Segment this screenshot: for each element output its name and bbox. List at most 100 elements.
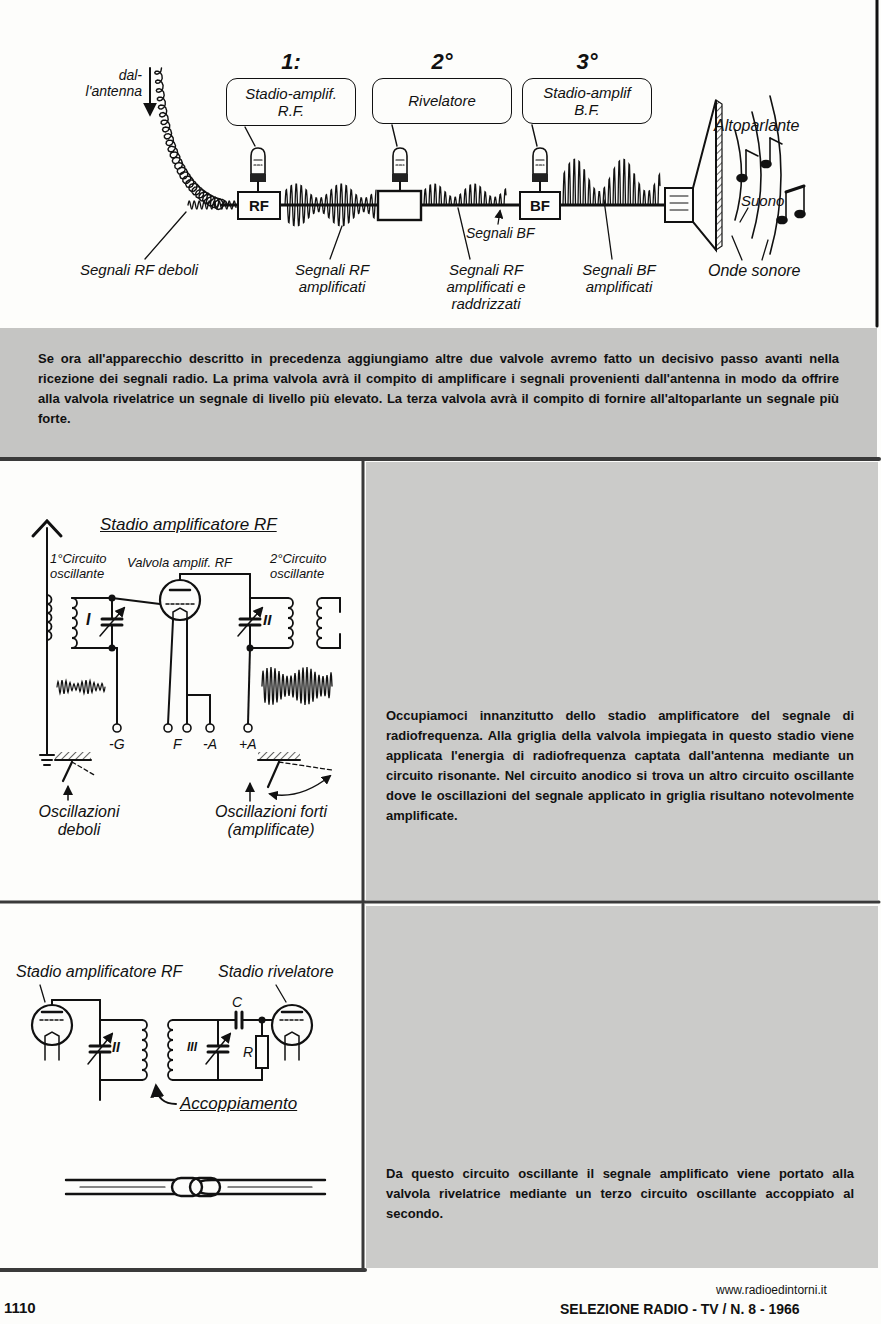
- rf-stage-schematic: [72, 598, 77, 648]
- rf-stage-schematic: [322, 597, 340, 599]
- signal-chain: [150, 68, 665, 226]
- annotation: 1°Circuito oscillante: [50, 552, 122, 581]
- page-frame: [0, 1268, 365, 1272]
- rf-stage-schematic: [322, 647, 340, 649]
- coupling-schematic: [260, 1018, 265, 1023]
- rf-stage-schematic: [248, 648, 250, 724]
- coupling-schematic: [272, 1005, 312, 1045]
- rf-stage-schematic: [102, 618, 122, 621]
- coupling-schematic: [285, 1032, 299, 1060]
- leader-lines: [740, 208, 748, 222]
- coupling-schematic: [208, 1051, 228, 1054]
- annotation: Altoparlante: [714, 117, 799, 135]
- text-panel: Da questo circuito oscillante il segnale…: [366, 906, 878, 1268]
- page-frame: [0, 457, 879, 461]
- annotation: Segnali BF: [466, 226, 534, 242]
- annotation: Segnali RF deboli: [80, 262, 198, 279]
- rf-stage-schematic: [173, 608, 187, 620]
- signal-chain: [399, 182, 401, 191]
- coupling-schematic: [280, 1019, 304, 1021]
- rf-stage-schematic: [183, 724, 191, 732]
- coupling-schematic: [173, 1079, 218, 1081]
- loudspeaker: [670, 196, 688, 197]
- annotation: Valvola amplif. RF: [127, 556, 232, 571]
- rf-stage-schematic: [168, 620, 173, 724]
- annotation: Stadio amplificatore RF: [16, 963, 182, 981]
- paragraph: Occupiamoci innanzitutto dello stadio am…: [386, 706, 854, 826]
- signal-chain: [424, 184, 506, 205]
- coupling-schematic: [40, 1019, 64, 1021]
- rf-stage-schematic: [317, 598, 322, 648]
- leader-lines: [604, 200, 612, 259]
- loudspeaker: [693, 100, 716, 250]
- rf-stage-schematic: [244, 724, 252, 732]
- annotation: Segnali RF amplificati e raddrizzati: [426, 262, 546, 312]
- coupling-schematic: [99, 1020, 101, 1046]
- signal-chain: [149, 68, 151, 114]
- block-label: RF: [249, 197, 269, 214]
- page-footer: 1110: [4, 1300, 36, 1317]
- rf-stage-schematic: [339, 634, 341, 648]
- coupling-schematic: [45, 1032, 59, 1060]
- coupling-schematic: [156, 1086, 176, 1104]
- coupling-schematic: [90, 1045, 110, 1048]
- rf-stage-schematic: [57, 680, 105, 694]
- rf-stage-schematic: [116, 648, 118, 724]
- rf-stage-schematic: [258, 752, 300, 759]
- coupling-schematic: [218, 1019, 236, 1021]
- coupling-schematic: [100, 1019, 142, 1021]
- music-notes: [745, 150, 747, 178]
- stage-callout: 1:Stadio-amplif. R.F.: [226, 78, 356, 126]
- rf-stage-schematic: [67, 787, 69, 800]
- annotation: R: [243, 1045, 253, 1061]
- signal-chain: [245, 127, 255, 146]
- rf-stage-schematic: [249, 574, 251, 598]
- rf-stage-schematic: [170, 589, 190, 592]
- rf-stage-schematic: [209, 695, 211, 724]
- signal-chain: [188, 201, 236, 209]
- rf-stage-schematic: [339, 598, 341, 612]
- rf-stage-schematic: [72, 762, 96, 776]
- annotation: II: [263, 612, 271, 629]
- loudspeaker: [670, 210, 688, 211]
- coupling-schematic: [242, 1019, 272, 1021]
- loudspeaker: [665, 188, 693, 222]
- signal-chain: [378, 191, 421, 220]
- chain-link: [190, 1178, 220, 1196]
- rf-stage-schematic: [164, 724, 172, 732]
- stage-name: Stadio-amplif B.F.: [531, 84, 643, 119]
- rf-stage-schematic: [238, 608, 262, 636]
- coupling-schematic: [99, 1052, 101, 1080]
- coupling-schematic: [256, 1036, 268, 1068]
- rf-stage-schematic: [102, 624, 122, 627]
- paragraph: Da questo circuito oscillante il segnale…: [386, 1164, 854, 1224]
- chain-link: [196, 1180, 325, 1194]
- rf-stage-schematic: [72, 647, 112, 649]
- annotation: Oscillazioni deboli: [34, 803, 124, 839]
- music-notes: [746, 150, 758, 156]
- block-label: BF: [530, 197, 550, 214]
- rf-stage-schematic: [55, 752, 91, 759]
- chain-link: [80, 1186, 165, 1187]
- stage-name: Rivelatore: [408, 92, 476, 109]
- rf-stage-schematic: [63, 762, 72, 781]
- coupling-schematic: [206, 1034, 230, 1064]
- coupling-schematic: [261, 1068, 263, 1080]
- music-notes: [803, 186, 805, 214]
- coupling-schematic: [208, 1045, 228, 1048]
- signal-chain: [563, 159, 660, 205]
- leader-lines: [498, 211, 500, 224]
- stage-callout: 2°Rivelatore: [372, 78, 512, 124]
- rf-stage-schematic: [279, 762, 332, 770]
- rf-stage-schematic: [187, 694, 210, 696]
- rf-stage-schematic: [46, 528, 48, 755]
- rf-stage-schematic: [250, 647, 288, 649]
- signal-chain: [285, 184, 376, 226]
- rf-stage-schematic: [206, 724, 214, 732]
- coupling-schematic: [90, 1051, 110, 1054]
- coupling-schematic: [88, 1034, 112, 1064]
- music-notes: [786, 186, 804, 192]
- music-notes: [737, 138, 805, 224]
- leader-lines: [762, 240, 768, 260]
- annotation: III: [187, 1041, 197, 1054]
